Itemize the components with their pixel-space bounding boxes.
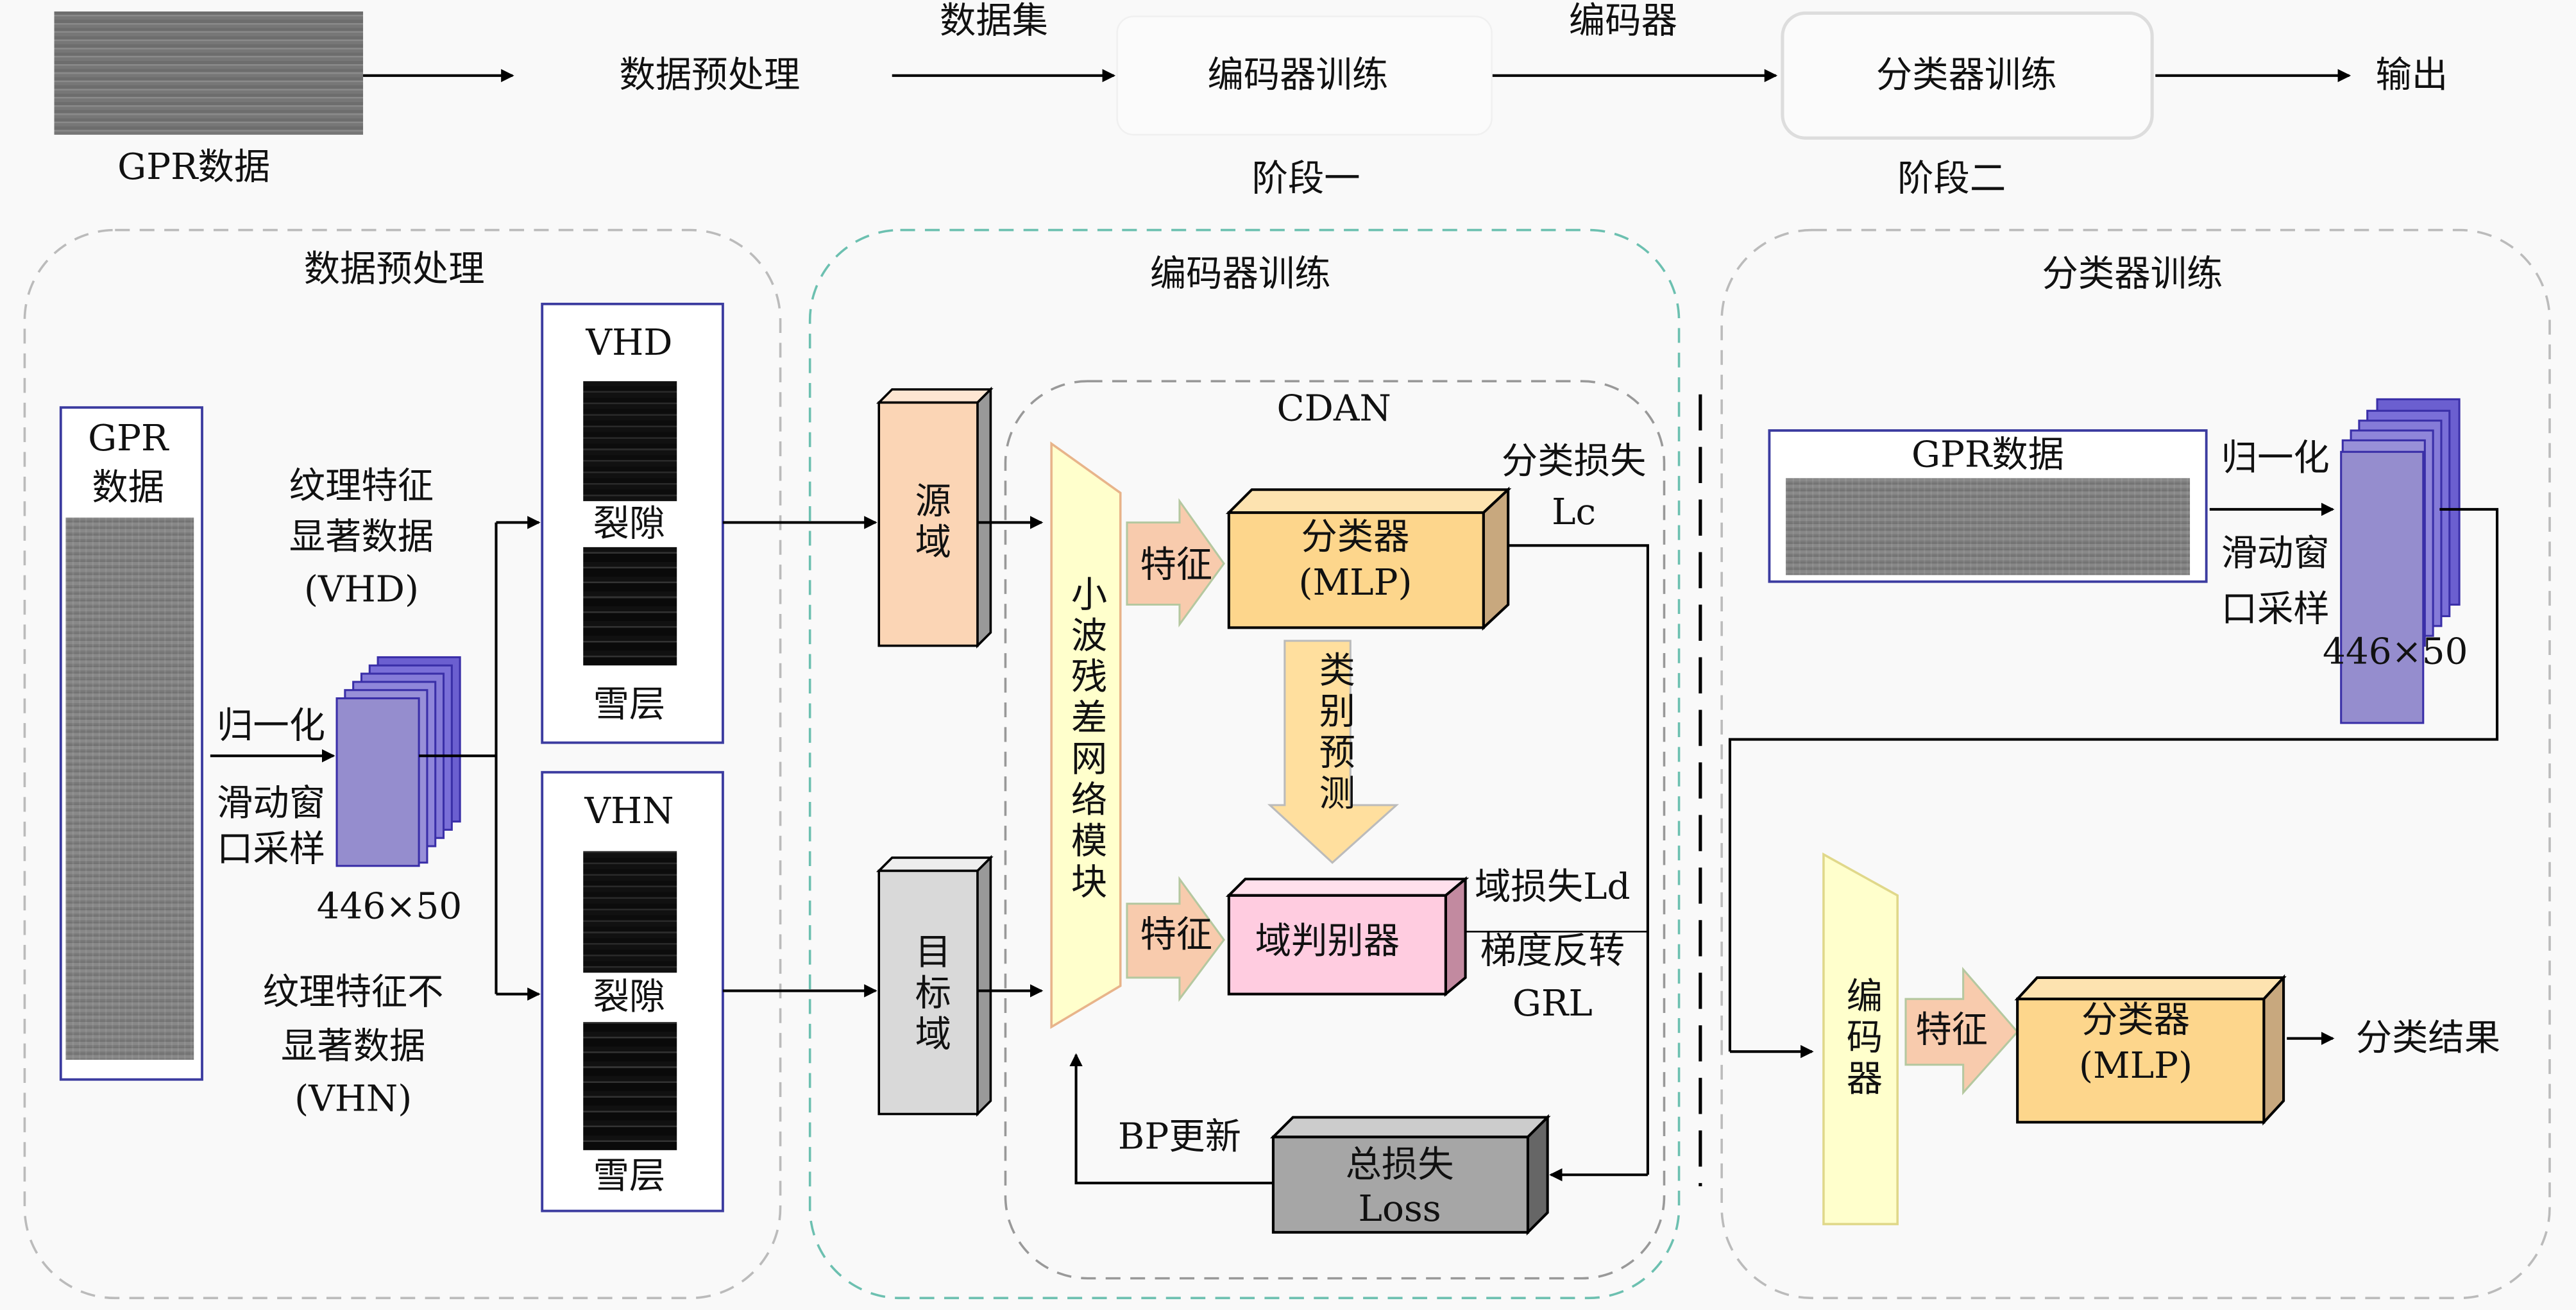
mlp-label: (MLP)	[1298, 563, 1412, 605]
feature-label: 特征	[1140, 545, 1213, 587]
normalize-label-2: 归一化	[2221, 438, 2330, 480]
classifier-training-box	[1781, 11, 2154, 140]
cdan-panel	[1004, 380, 1666, 1280]
vhn-description: (VHN)	[294, 1079, 412, 1121]
loss-label: Loss	[1358, 1189, 1441, 1231]
vhd-crack-image	[583, 381, 677, 502]
gpr-data-label: GPR数据	[117, 148, 271, 189]
gpr-thumbnail	[54, 11, 364, 135]
wavelet-module-label: 小波残差网络模块	[1064, 575, 1106, 904]
class-prediction-arrow	[1267, 640, 1400, 864]
gradient-reverse-label: 梯度反转	[1480, 931, 1625, 973]
vhn-description: 显著数据	[280, 1026, 426, 1068]
vhd-title: VHD	[586, 323, 673, 365]
mlp-label-2: (MLP)	[2079, 1046, 2193, 1088]
classifier-panel-title: 分类器训练	[2042, 254, 2223, 296]
dataset-label: 数据集	[939, 1, 1049, 43]
sliding-window-label-2: 滑动窗	[2221, 534, 2330, 575]
output-label: 输出	[2375, 56, 2448, 98]
stage-two-label: 阶段二	[1897, 159, 2006, 201]
bp-update-label: BP更新	[1117, 1117, 1241, 1159]
classifier-label-2: 分类器	[2081, 1000, 2190, 1042]
classifier-box	[1225, 486, 1512, 631]
classifier-label: 分类器	[1301, 517, 1410, 559]
gpr-label: 数据	[92, 468, 165, 509]
lc-label: Lc	[1552, 493, 1597, 534]
vhn-crack-image	[583, 851, 677, 973]
gpr-image	[65, 517, 194, 1060]
encoder-shape	[1822, 852, 1899, 1225]
source-domain-box	[876, 386, 994, 649]
total-loss-label: 总损失	[1345, 1145, 1454, 1187]
domain-discriminator-label: 域判别器	[1255, 921, 1400, 963]
feature-label: 特征	[1140, 915, 1213, 957]
classifier-panel	[1720, 228, 2551, 1300]
class-prediction-label: 类别预测	[1312, 651, 1354, 815]
vhd-description: 纹理特征	[289, 466, 434, 508]
vhn-title: VHN	[584, 792, 674, 833]
vhn-snow-label: 雪层	[593, 1157, 666, 1198]
feature-label-2: 特征	[1915, 1010, 1988, 1052]
feature-arrow	[1126, 498, 1225, 627]
sample-size-label-2: 446×50	[2322, 633, 2468, 674]
total-loss-box	[1269, 1114, 1551, 1236]
vhn-snow-image	[583, 1022, 677, 1150]
sliding-window-label: 滑动窗	[217, 783, 326, 825]
encoder-block-label: 编码器	[1840, 976, 1881, 1100]
sliding-window-label: 口采样	[217, 829, 326, 871]
encoder-training-box	[1116, 15, 1493, 136]
vhd-box	[541, 302, 724, 744]
encoder-panel	[808, 228, 1681, 1300]
vhd-description: 显著数据	[289, 517, 434, 559]
vhd-snow-label: 雪层	[593, 685, 666, 727]
gpr-image-2	[1786, 478, 2190, 575]
target-domain-box	[876, 855, 994, 1117]
sample-stack-2	[2340, 398, 2461, 724]
domain-discriminator-box	[1225, 876, 1470, 997]
feature-arrow	[1126, 876, 1226, 1002]
gpr-data-label-2: GPR数据	[1911, 435, 2065, 477]
encoder-panel-title: 编码器训练	[1149, 254, 1331, 296]
gpr-label: GPR	[88, 419, 169, 461]
source-domain-label: 源域	[908, 481, 950, 564]
grl-label: GRL	[1512, 984, 1593, 1026]
classifier-box-2	[2014, 974, 2287, 1126]
preprocess-panel-title: 数据预处理	[303, 250, 485, 291]
preprocess-step: 数据预处理	[619, 56, 801, 98]
classification-loss-label: 分类损失	[1501, 441, 1647, 483]
sample-size-label: 446×50	[316, 887, 462, 929]
target-domain-label: 目标域	[908, 932, 950, 1056]
stage-one-label: 阶段一	[1251, 159, 1360, 201]
preprocess-panel	[23, 228, 782, 1300]
sliding-window-label-2: 口采样	[2221, 590, 2330, 631]
domain-loss-label: 域损失Ld	[1475, 867, 1631, 909]
vhn-crack-label: 裂隙	[593, 977, 666, 1019]
vhn-description: 纹理特征不	[262, 973, 444, 1014]
vhd-snow-image	[583, 547, 677, 666]
cdan-title: CDAN	[1276, 389, 1391, 431]
vhd-crack-label: 裂隙	[593, 504, 666, 546]
classification-result-label: 分类结果	[2355, 1018, 2501, 1060]
classifier-training-step: 分类器训练	[1876, 56, 2057, 98]
normalize-label: 归一化	[217, 706, 326, 748]
wavelet-module-shape	[1050, 441, 1122, 1029]
feature-arrow	[1904, 966, 2019, 1096]
sample-stack	[335, 656, 461, 867]
encoder-label: 编码器	[1568, 1, 1678, 43]
vhd-description: (VHD)	[303, 570, 419, 611]
encoder-training-step: 编码器训练	[1207, 56, 1389, 98]
